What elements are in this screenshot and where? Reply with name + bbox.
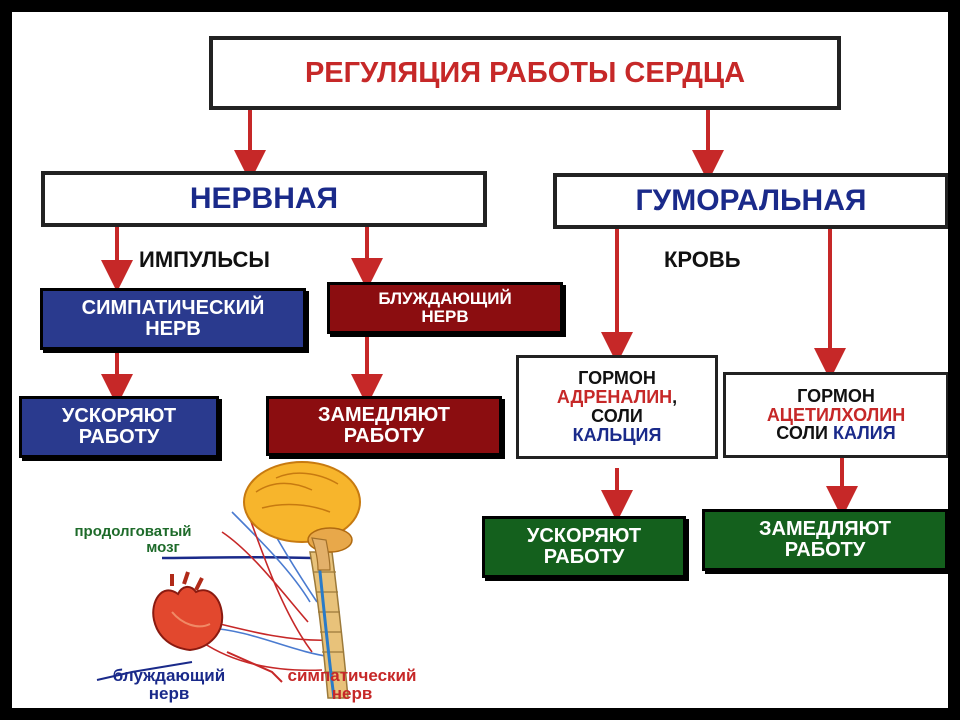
page-title: РЕГУЛЯЦИЯ РАБОТЫ СЕРДЦА: [304, 56, 746, 89]
humoral-slowdown-line1: ЗАМЕДЛЯЮТ: [759, 518, 891, 540]
nervous-slowdown-line2: РАБОТУ: [343, 425, 425, 447]
blood-label: КРОВЬ: [664, 247, 741, 272]
hormone-acetylcholine-box: ГОРМОН АЦЕТИЛХОЛИН СОЛИ КАЛИЯ: [723, 372, 948, 458]
humoral-slowdown-line2: РАБОТУ: [784, 539, 866, 561]
nervous-speedup-line1: УСКОРЯЮТ: [61, 405, 177, 427]
nerve-line: [231, 511, 311, 603]
acetylcholine-text: АЦЕТИЛХОЛИН: [766, 404, 906, 425]
hormone-adrenaline-box: ГОРМОН АДРЕНАЛИН, СОЛИ КАЛЬЦИЯ: [516, 355, 718, 459]
medulla-label: продолговатый мозг: [38, 524, 228, 556]
vagus-label-line2: нерв: [148, 683, 190, 703]
nerve-line: [96, 661, 193, 681]
hormone2-line1: ГОРМОН: [797, 385, 875, 406]
medulla-line1: продолговатый: [74, 523, 192, 540]
medulla-line2: мозг: [146, 538, 180, 556]
nerve-line: [226, 651, 283, 683]
nerve-line: [207, 627, 333, 658]
humoral-speedup-line2: РАБОТУ: [543, 546, 625, 568]
sympathetic-label-line2: нерв: [331, 683, 373, 703]
humoral-box: ГУМОРАЛЬНАЯ: [553, 173, 948, 229]
brain: [243, 461, 361, 571]
humoral-slowdown-box: ЗАМЕДЛЯЮТ РАБОТУ: [702, 509, 948, 571]
sympathetic-line1: СИМПАТИЧЕСКИЙ: [81, 297, 265, 319]
nerve-line: [161, 555, 313, 560]
nerve-line: [221, 531, 309, 623]
nervous-box: НЕРВНАЯ: [41, 171, 487, 227]
vagus-nerve-label: блуждающий нерв: [84, 667, 254, 703]
nervous-label: НЕРВНАЯ: [189, 182, 339, 216]
sympathetic-line2: НЕРВ: [145, 318, 201, 340]
anatomy-illustration: [96, 461, 361, 699]
humoral-speedup-line1: УСКОРЯЮТ: [526, 525, 642, 547]
humoral-label: ГУМОРАЛЬНАЯ: [635, 184, 867, 218]
potassium-text: КАЛИЯ: [832, 423, 896, 444]
nervous-slowdown-box: ЗАМЕДЛЯЮТ РАБОТУ: [266, 396, 502, 456]
hormone1-line1: ГОРМОН: [578, 368, 656, 389]
sympathetic-label-line1: симпатический: [287, 666, 417, 685]
adrenaline-text: АДРЕНАЛИН: [556, 387, 673, 408]
nervous-speedup-line2: РАБОТУ: [78, 426, 160, 448]
nerve-line: [211, 621, 333, 642]
salts-prefix: СОЛИ: [776, 423, 833, 444]
calcium-text: КАЛЬЦИЯ: [572, 424, 662, 445]
title-box: РЕГУЛЯЦИЯ РАБОТЫ СЕРДЦА: [209, 36, 841, 110]
humoral-speedup-box: УСКОРЯЮТ РАБОТУ: [482, 516, 686, 578]
impulses-label: ИМПУЛЬСЫ: [139, 247, 270, 272]
sympathetic-nerve-box: СИМПАТИЧЕСКИЙ НЕРВ: [40, 288, 306, 350]
sympathetic-nerve-label: симпатический нерв: [257, 667, 447, 703]
hormone1-line3: СОЛИ: [591, 406, 643, 426]
adrenaline-comma: ,: [672, 387, 678, 408]
vagus-nerve-box: БЛУЖДАЮЩИЙ НЕРВ: [327, 282, 563, 334]
vagus-line2: НЕРВ: [421, 307, 469, 326]
vagus-line1: БЛУЖДАЮЩИЙ: [378, 289, 512, 309]
vagus-label-line1: блуждающий: [112, 666, 226, 685]
nervous-speedup-box: УСКОРЯЮТ РАБОТУ: [19, 396, 219, 458]
heart-icon: [152, 571, 224, 652]
nervous-slowdown-line1: ЗАМЕДЛЯЮТ: [318, 404, 450, 426]
diagram-canvas: РЕГУЛЯЦИЯ РАБОТЫ СЕРДЦА НЕРВНАЯ ГУМОРАЛЬ…: [12, 12, 948, 708]
